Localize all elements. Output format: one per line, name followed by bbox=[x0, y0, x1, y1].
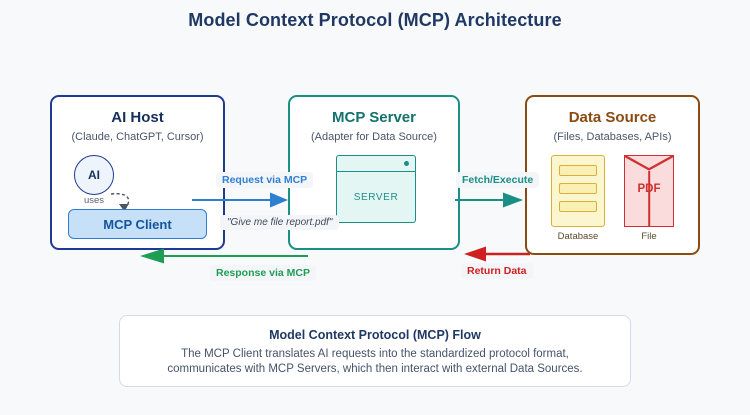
file-fold-icon bbox=[625, 156, 673, 171]
database-row-icon bbox=[559, 201, 597, 212]
server-window-icon: SERVER bbox=[336, 155, 416, 223]
page-title: Model Context Protocol (MCP) Architectur… bbox=[188, 10, 562, 30]
file-type-label: PDF bbox=[637, 182, 661, 195]
database-icon bbox=[551, 155, 605, 227]
ai-badge-icon: AI bbox=[74, 155, 114, 195]
data-source-title: Data Source bbox=[568, 109, 657, 126]
ai-host-subtitle: (Claude, ChatGPT, Cursor) bbox=[71, 131, 204, 143]
database-row-icon bbox=[559, 165, 597, 176]
flow-summary-line-2: communicates with MCP Servers, which the… bbox=[167, 363, 583, 375]
response-arrow-icon bbox=[140, 248, 308, 264]
return-arrow-icon bbox=[464, 246, 530, 262]
request-example-label: "Give me file report.pdf" bbox=[220, 215, 340, 230]
mcp-client-box[interactable]: MCP Client bbox=[68, 209, 207, 239]
response-flow-label: Response via MCP bbox=[210, 265, 316, 281]
file-pdf-icon: PDF bbox=[624, 155, 674, 227]
fetch-arrow-icon bbox=[455, 192, 523, 208]
server-status-dot-icon bbox=[404, 161, 409, 166]
file-caption: File bbox=[641, 231, 657, 242]
flow-summary-title: Model Context Protocol (MCP) Flow bbox=[269, 328, 481, 342]
database-caption: Database bbox=[557, 231, 599, 242]
return-flow-label: Return Data bbox=[461, 263, 533, 279]
server-window-titlebar bbox=[337, 156, 415, 172]
mcp-server-subtitle: (Adapter for Data Source) bbox=[311, 131, 437, 143]
flow-summary-line-1: The MCP Client translates AI requests in… bbox=[181, 348, 569, 360]
ai-host-panel: AI Host (Claude, ChatGPT, Cursor) AI use… bbox=[50, 95, 225, 250]
request-flow-label: Request via MCP bbox=[216, 172, 314, 188]
ai-host-title: AI Host bbox=[111, 109, 164, 126]
mcp-server-title: MCP Server bbox=[332, 109, 416, 126]
uses-label: uses bbox=[83, 195, 105, 206]
data-source-panel: Data Source (Files, Databases, APIs) Dat… bbox=[525, 95, 700, 255]
flow-summary-card: Model Context Protocol (MCP) Flow The MC… bbox=[119, 315, 631, 387]
file-spine-icon bbox=[648, 171, 650, 226]
fetch-flow-label: Fetch/Execute bbox=[456, 172, 540, 188]
database-row-icon bbox=[559, 183, 597, 194]
server-window-label: SERVER bbox=[353, 191, 399, 203]
data-source-subtitle: (Files, Databases, APIs) bbox=[553, 131, 672, 143]
